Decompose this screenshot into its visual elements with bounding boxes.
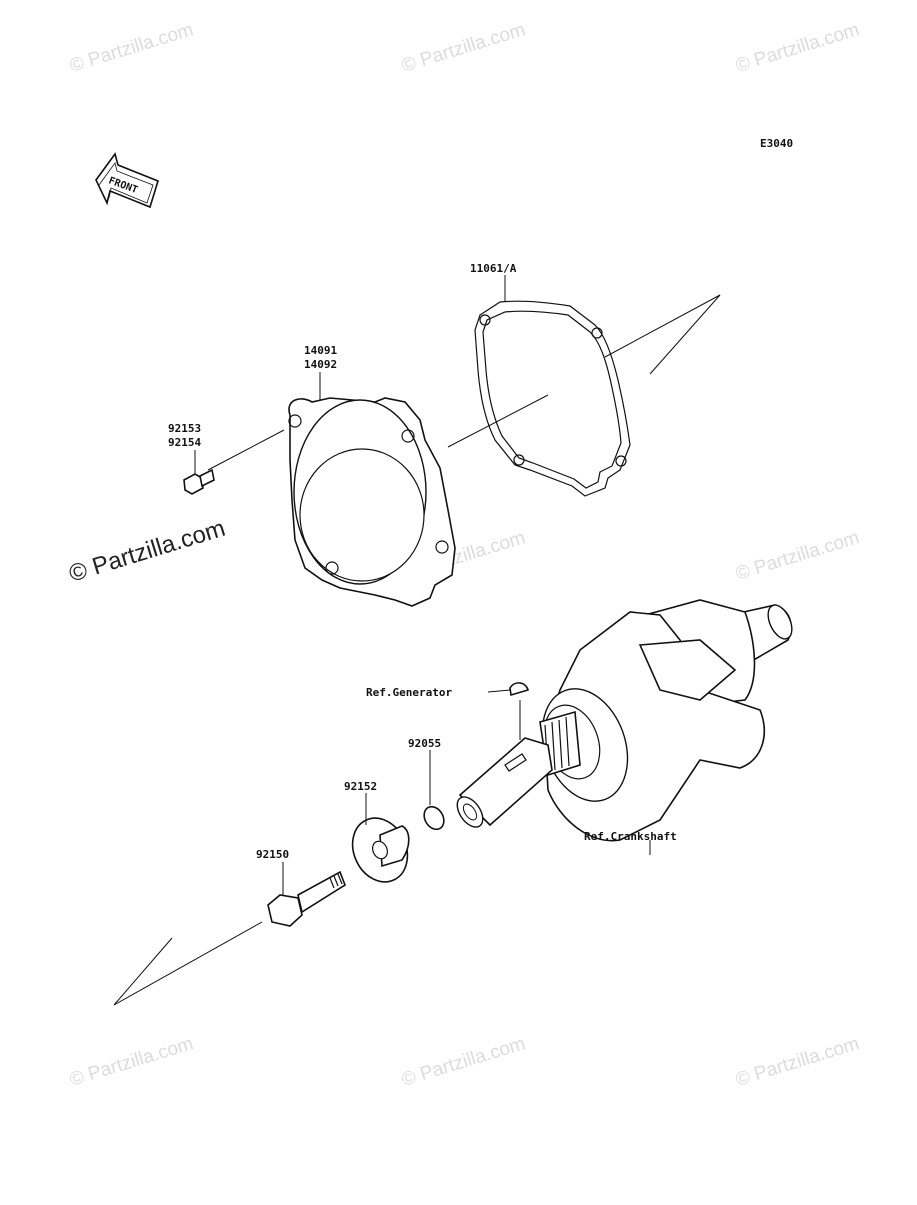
- washer-part[interactable]: [342, 809, 417, 891]
- watermark-group: © Partzilla.com © Partzilla.com © Partzi…: [67, 19, 862, 1091]
- cover-label-b[interactable]: 14092: [304, 358, 337, 371]
- woodruff-key-part[interactable]: [509, 682, 529, 697]
- generator-ref-label[interactable]: Ref.Generator: [366, 686, 452, 699]
- watermark-dark: © Partzilla.com: [66, 515, 229, 588]
- axis-lines: [113, 294, 721, 1006]
- watermark-text: © Partzilla.com: [399, 1033, 528, 1091]
- generator-leader: [487, 689, 511, 693]
- generator-cover-part[interactable]: [288, 397, 456, 607]
- watermark-text: © Partzilla.com: [67, 19, 196, 77]
- washer-label[interactable]: 92152: [344, 780, 377, 793]
- o-ring-label[interactable]: 92055: [408, 737, 441, 750]
- watermark-text: © Partzilla.com: [733, 1033, 862, 1091]
- gasket-label[interactable]: 11061/A: [470, 262, 517, 275]
- small-bolt-label-a[interactable]: 92153: [168, 422, 201, 435]
- watermark-text: © Partzilla.com: [399, 19, 528, 77]
- crankshaft-ref-label[interactable]: Ref.Crankshaft: [584, 830, 677, 843]
- large-bolt-part[interactable]: [267, 870, 346, 927]
- front-arrow-icon: FRONT: [95, 152, 159, 209]
- watermark-text: © Partzilla.com: [733, 19, 862, 77]
- small-bolt-part[interactable]: [183, 468, 215, 495]
- crankshaft-part[interactable]: [452, 599, 797, 842]
- o-ring-part[interactable]: [420, 803, 448, 833]
- cover-label-a[interactable]: 14091: [304, 344, 337, 357]
- small-bolt-label-b[interactable]: 92154: [168, 436, 201, 449]
- gasket-part[interactable]: [474, 300, 631, 497]
- large-bolt-label[interactable]: 92150: [256, 848, 289, 861]
- watermark-text: © Partzilla.com: [67, 1033, 196, 1091]
- diagram-code: E3040: [760, 137, 793, 150]
- watermark-text: © Partzilla.com: [733, 527, 862, 585]
